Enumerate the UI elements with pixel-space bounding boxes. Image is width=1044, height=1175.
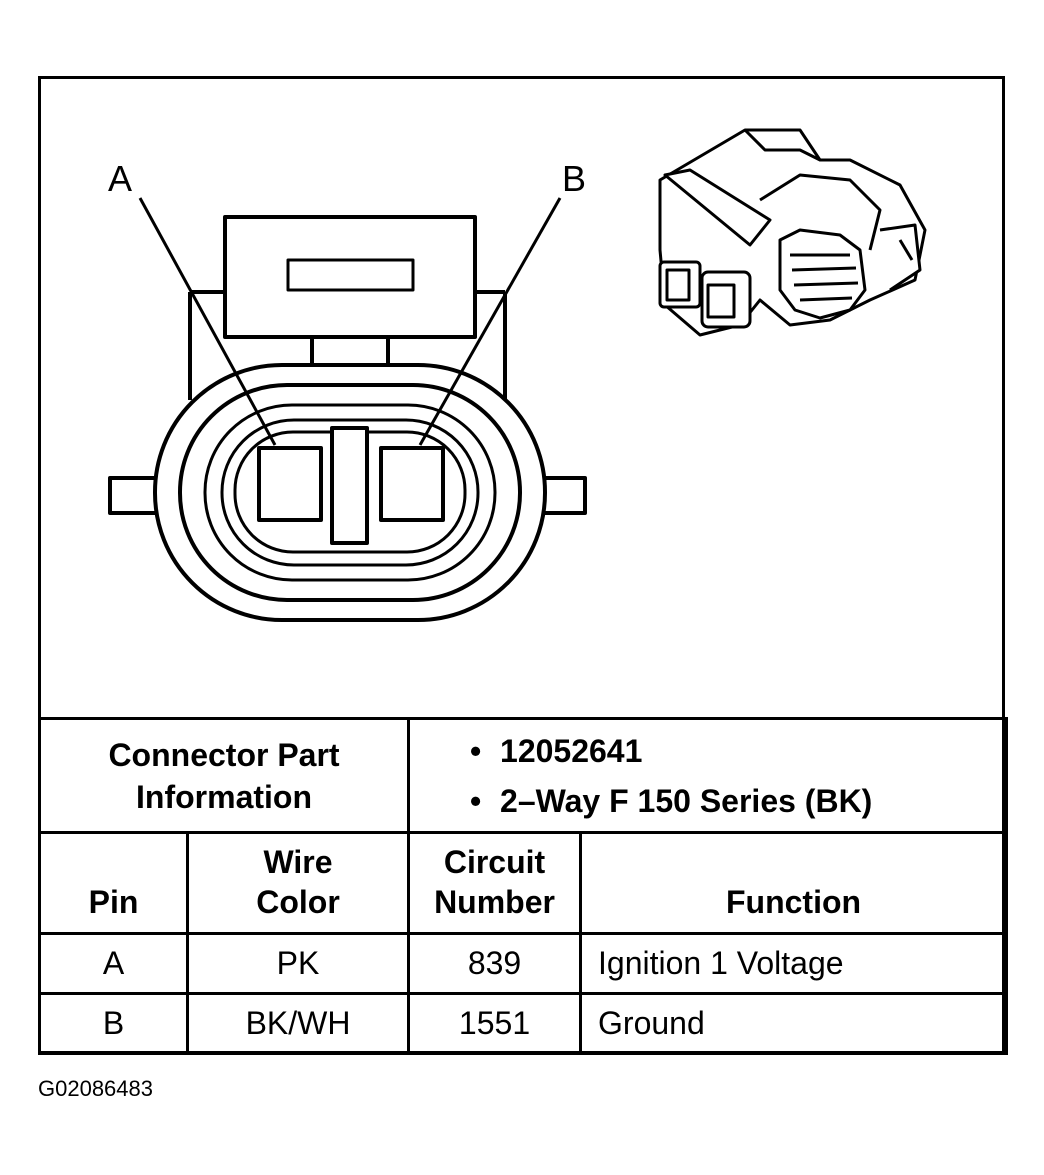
circuit-cell: 1551 — [407, 992, 583, 1055]
connector-series: 2–Way F 150 Series (BK) — [500, 782, 873, 819]
connector-ring-3 — [203, 403, 497, 582]
function-cell: Ignition 1 Voltage — [579, 932, 1009, 995]
connector-series-item: •2–Way F 150 Series (BK) — [470, 782, 873, 819]
circuit-number-header: Circuit Number — [407, 831, 583, 935]
part-info-row: Connector Part Information •12052641 •2–… — [37, 717, 1009, 834]
wire-color-cell: BK/WH — [185, 992, 411, 1055]
wire-color-header: Wire Color — [185, 831, 411, 935]
connector-3d-illustration — [658, 128, 927, 337]
connector-ring-4 — [220, 418, 480, 567]
wire-color-cell: PK — [185, 932, 411, 995]
pin-cell: B — [38, 992, 189, 1055]
connector-center-key — [330, 426, 369, 545]
circuit-cell: 839 — [407, 932, 583, 995]
pin-header: Pin — [38, 831, 189, 935]
connector-right-ear — [538, 476, 587, 515]
connector-latch-slot — [286, 258, 415, 292]
part-info-label: Connector Part Information — [37, 717, 411, 834]
part-info-label-line1: Connector Part — [108, 736, 340, 773]
function-cell: Ground — [579, 992, 1009, 1055]
part-number: 12052641 — [500, 732, 643, 769]
table-row: A PK 839 Ignition 1 Voltage — [38, 932, 1009, 995]
pin-b-label: B — [562, 158, 587, 199]
table-row: B BK/WH 1551 Ground — [38, 992, 1009, 1055]
pin-cell: A — [38, 932, 189, 995]
pin-table-header: Pin Wire Color Circuit Number Function — [38, 831, 1009, 935]
part-info-label-line2: Information — [136, 778, 312, 815]
function-header: Function — [579, 831, 1009, 935]
terminal-cavity-b — [379, 446, 445, 522]
connector-center-tab — [310, 335, 390, 369]
part-info-values: •12052641 •2–Way F 150 Series (BK) — [407, 717, 1009, 834]
connector-ring-2 — [178, 383, 522, 602]
connector-info-table: Connector Part Information •12052641 •2–… — [37, 717, 1009, 1055]
connector-shoulders — [188, 290, 507, 400]
pin-a-label: A — [108, 158, 133, 199]
connector-face-drawing — [108, 128, 927, 622]
pin-a-leader — [138, 197, 277, 446]
pin-b-leader — [418, 197, 562, 446]
connector-latch — [223, 215, 477, 339]
terminal-cavity-a — [257, 446, 323, 522]
part-number-item: •12052641 — [470, 732, 643, 769]
figure-id: G02086483 — [38, 1076, 153, 1101]
